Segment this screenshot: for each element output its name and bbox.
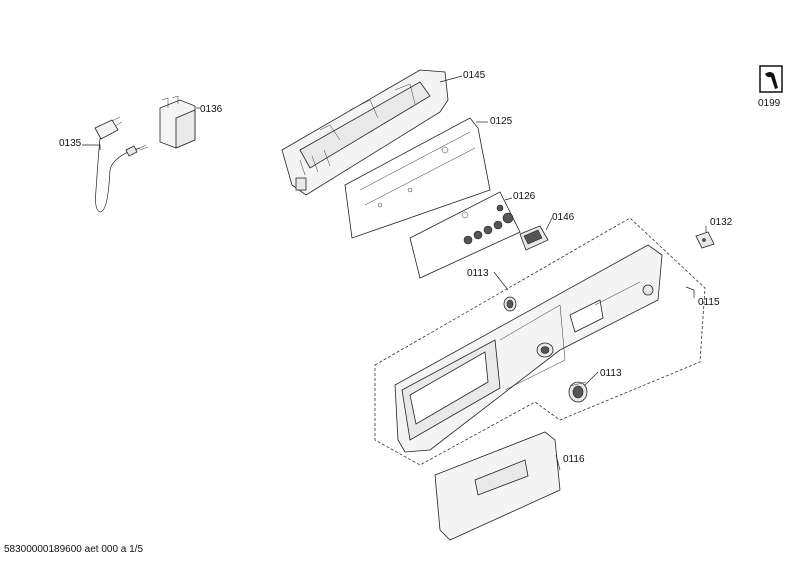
interference-filter [159, 95, 196, 149]
control-panel-fascia [394, 244, 663, 453]
label-0113-bottom: 0113 [600, 368, 622, 379]
assembly-outline [374, 217, 706, 466]
label-0146: 0146 [552, 212, 575, 223]
label-0145: 0145 [463, 70, 486, 81]
display-window [519, 225, 549, 251]
drawer-handle [434, 431, 561, 541]
power-cord [94, 116, 149, 213]
label-0113-top: 0113 [467, 268, 489, 279]
clip-part [695, 231, 715, 249]
label-0115: 0115 [698, 297, 720, 308]
leader-lines [82, 75, 707, 471]
label-0126: 0126 [513, 191, 536, 202]
label-0132: 0132 [710, 217, 733, 228]
label-0116: 0116 [563, 454, 585, 465]
wrench-icon [759, 65, 783, 93]
knob-small [503, 296, 517, 312]
document-footer: 58300000189600 aet 000 a 1/5 [4, 544, 144, 555]
label-0125: 0125 [490, 116, 513, 127]
label-0136: 0136 [200, 104, 223, 115]
control-pcb [409, 191, 521, 279]
label-0135: 0135 [59, 138, 82, 149]
knob-large [568, 381, 588, 403]
main-pcb [344, 117, 491, 239]
label-0199: 0199 [758, 98, 781, 109]
module-housing [281, 69, 449, 196]
